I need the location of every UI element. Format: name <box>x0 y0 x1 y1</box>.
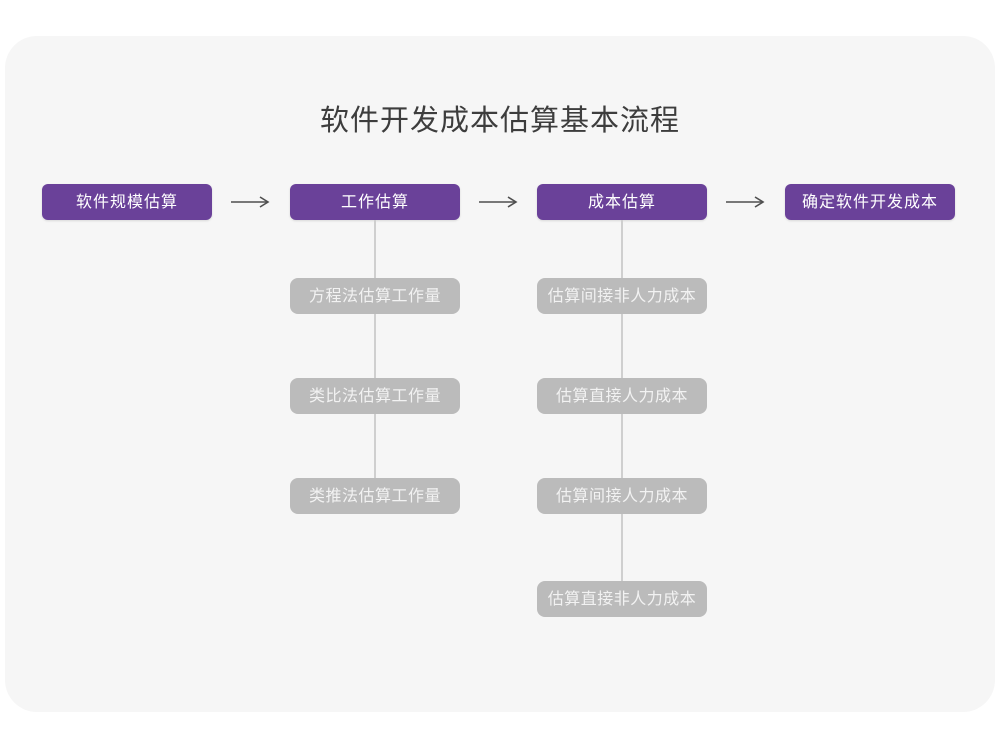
arrow-right-icon <box>477 194 521 210</box>
arrow-right-icon <box>229 194 273 210</box>
diagram-title: 软件开发成本估算基本流程 <box>319 103 680 137</box>
flow-node-final-development-cost: 确定软件开发成本 <box>785 184 955 220</box>
sub-node-indirect-non-labor-cost: 估算间接非人力成本 <box>537 278 707 314</box>
sub-node-indirect-labor-cost: 估算间接人力成本 <box>537 478 707 514</box>
sub-node-direct-non-labor-cost: 估算直接非人力成本 <box>537 581 707 617</box>
arrow-right-icon <box>724 194 768 210</box>
sub-node-direct-labor-cost: 估算直接人力成本 <box>537 378 707 414</box>
flow-node-work-estimation: 工作估算 <box>290 184 460 220</box>
diagram-card <box>5 36 995 712</box>
flow-node-software-scale-estimation: 软件规模估算 <box>42 184 212 220</box>
flow-node-cost-estimation: 成本估算 <box>537 184 707 220</box>
sub-node-analogy-method-effort: 类比法估算工作量 <box>290 378 460 414</box>
sub-node-equation-method-effort: 方程法估算工作量 <box>290 278 460 314</box>
sub-node-extrapolation-method-effort: 类推法估算工作量 <box>290 478 460 514</box>
connector-line-work-branch <box>374 220 376 478</box>
